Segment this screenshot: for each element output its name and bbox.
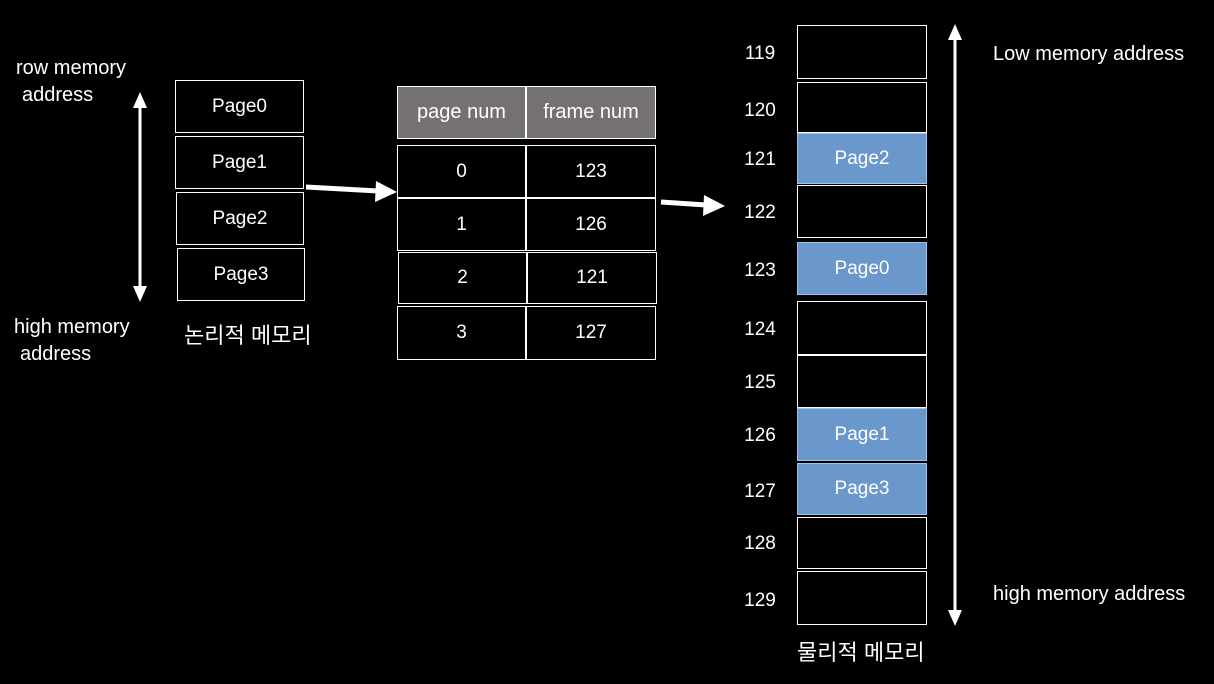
frame-cell bbox=[797, 185, 927, 238]
physical-memory-caption: 물리적 메모리 bbox=[797, 640, 925, 665]
frame-number: 125 bbox=[744, 372, 776, 393]
table-to-physical-arrow bbox=[660, 195, 725, 216]
frame-cell bbox=[797, 571, 927, 625]
frame-cell bbox=[797, 355, 927, 408]
frame-number: 124 bbox=[744, 319, 776, 340]
logical-high-label-line1: high memory bbox=[14, 316, 130, 338]
frame-number: 127 bbox=[744, 481, 776, 502]
frame-cell: Page0 bbox=[797, 242, 927, 295]
table-header-frame-num: frame num bbox=[526, 86, 656, 139]
frame-number: 126 bbox=[744, 425, 776, 446]
logical-address-range-arrow bbox=[133, 92, 147, 302]
logical-page-1: Page1 bbox=[175, 136, 304, 189]
frame-cell bbox=[797, 301, 927, 355]
frame-number: 123 bbox=[744, 260, 776, 281]
table-cell-page: 2 bbox=[398, 252, 527, 304]
table-cell-frame: 123 bbox=[526, 145, 656, 198]
frame-number: 129 bbox=[744, 590, 776, 611]
table-header-page-num: page num bbox=[397, 86, 526, 139]
logical-high-label-line2: address bbox=[20, 343, 92, 365]
frame-number: 119 bbox=[744, 43, 776, 64]
frame-cell: Page2 bbox=[797, 133, 927, 184]
frame-number: 120 bbox=[744, 100, 776, 121]
table-cell-frame: 126 bbox=[526, 198, 656, 251]
frame-number: 121 bbox=[744, 149, 776, 170]
frame-cell bbox=[797, 25, 927, 79]
logical-page-3: Page3 bbox=[177, 248, 305, 301]
table-cell-frame: 127 bbox=[526, 306, 656, 360]
frame-number: 128 bbox=[744, 533, 776, 554]
logical-page-0: Page0 bbox=[175, 80, 304, 133]
physical-high-label: high memory address bbox=[993, 583, 1186, 605]
table-cell-page: 0 bbox=[397, 145, 526, 198]
table-cell-frame: 121 bbox=[527, 252, 657, 304]
physical-address-range-arrow bbox=[948, 24, 962, 626]
physical-low-label: Low memory address bbox=[993, 43, 1185, 65]
logical-page-2: Page2 bbox=[176, 192, 304, 245]
frame-cell bbox=[797, 82, 927, 133]
frame-cell bbox=[797, 517, 927, 569]
frame-cell: Page3 bbox=[797, 463, 927, 515]
frame-number: 122 bbox=[744, 202, 776, 223]
table-cell-page: 1 bbox=[397, 198, 526, 251]
logical-low-label-line2: address bbox=[22, 84, 94, 106]
frame-cell: Page1 bbox=[797, 408, 927, 461]
logical-to-table-arrow bbox=[305, 181, 397, 202]
table-cell-page: 3 bbox=[397, 306, 526, 360]
logical-memory-caption: 논리적 메모리 bbox=[184, 323, 312, 348]
logical-low-label-line1: row memory bbox=[16, 57, 127, 79]
